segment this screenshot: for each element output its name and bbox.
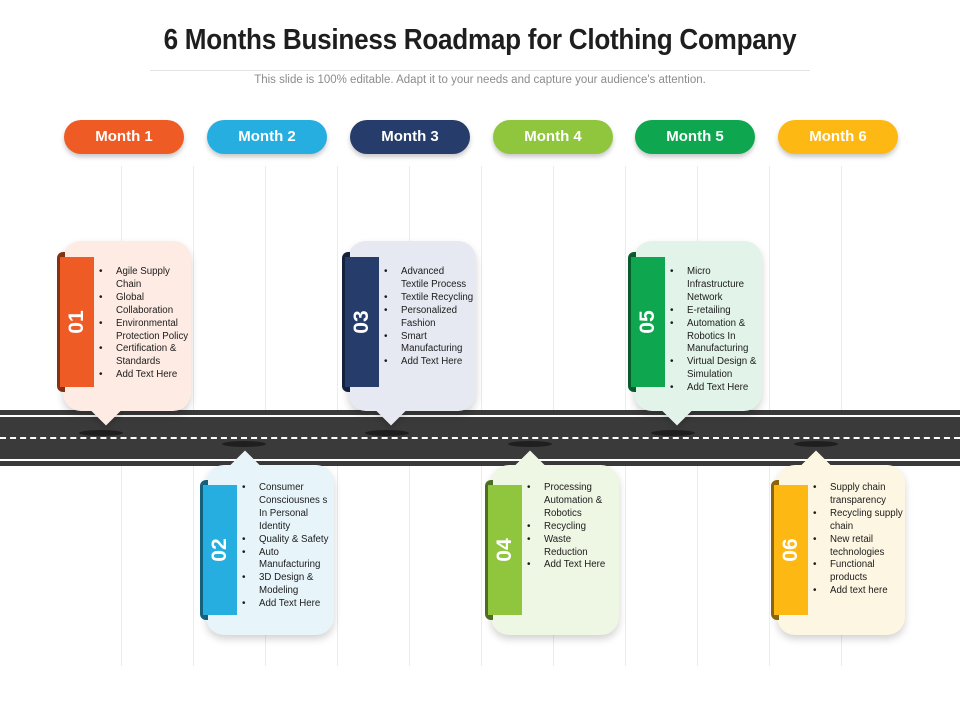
list-item: Recycling supply chain: [811, 508, 903, 534]
road-edge-top: [0, 415, 960, 417]
list-item: Global Collaboration: [97, 292, 189, 318]
month-6-pill[interactable]: Month 6: [778, 120, 898, 154]
list-item: Functional products: [811, 559, 903, 585]
list-item: Consumer Consciousnes s In Personal Iden…: [240, 482, 332, 534]
card-number-tab: 04: [488, 485, 522, 615]
list-item: Automation & Robotics In Manufacturing: [668, 318, 760, 357]
card-number-tab: 03: [345, 257, 379, 387]
pin-shadow: [79, 430, 123, 436]
month-2-pill[interactable]: Month 2: [207, 120, 327, 154]
list-item: Add Text Here: [525, 559, 617, 572]
list-item: Waste Reduction: [525, 534, 617, 560]
month-5-pill[interactable]: Month 5: [635, 120, 755, 154]
card-bullet-list: Advanced Textile Process Textile Recycli…: [382, 266, 474, 369]
list-item: Supply chain transparency: [811, 482, 903, 508]
list-item: Advanced Textile Process: [382, 266, 474, 292]
card-number: 05: [636, 310, 659, 334]
page-subtitle: This slide is 100% editable. Adapt it to…: [254, 74, 706, 86]
pin-shadow: [365, 430, 409, 436]
list-item: 3D Design & Modeling: [240, 572, 332, 598]
pin-shadow: [651, 430, 695, 436]
road-edge-bottom: [0, 459, 960, 461]
card-number-tab: 06: [774, 485, 808, 615]
card-bullet-list: Agile Supply Chain Global Collaboration …: [97, 266, 189, 382]
list-item: Add Text Here: [240, 598, 332, 611]
pin-shadow: [508, 441, 552, 447]
list-item: Auto Manufacturing: [240, 547, 332, 573]
list-item: Personalized Fashion: [382, 305, 474, 331]
card-number-tab: 01: [60, 257, 94, 387]
card-number: 04: [493, 538, 516, 562]
pin-shadow: [222, 441, 266, 447]
list-item: Add Text Here: [382, 356, 474, 369]
card-number: 02: [208, 538, 231, 562]
card-bullet-list: Processing Automation & Robotics Recycli…: [525, 482, 617, 572]
roadmap-card-month-2: 02 Consumer Consciousnes s In Personal I…: [200, 450, 334, 635]
list-item: Certification & Standards: [97, 343, 189, 369]
card-bullet-list: Consumer Consciousnes s In Personal Iden…: [240, 482, 332, 611]
roadmap-card-month-3: 03 Advanced Textile Process Textile Recy…: [342, 241, 476, 426]
roadmap-card-month-5: 05 Micro Infrastructure Network E-retail…: [628, 241, 762, 426]
list-item: Virtual Design & Simulation: [668, 356, 760, 382]
card-number-tab: 02: [203, 485, 237, 615]
list-item: Recycling: [525, 521, 617, 534]
roadmap-card-month-4: 04 Processing Automation & Robotics Recy…: [485, 450, 619, 635]
roadmap-card-month-1: 01 Agile Supply Chain Global Collaborati…: [57, 241, 191, 426]
page-title: 6 Months Business Roadmap for Clothing C…: [163, 24, 797, 56]
card-number: 01: [65, 310, 88, 334]
title-divider: [150, 70, 810, 71]
road-center-dashes: [0, 437, 960, 439]
card-number: 03: [350, 310, 373, 334]
list-item: E-retailing: [668, 305, 760, 318]
month-3-pill[interactable]: Month 3: [350, 120, 470, 154]
list-item: New retail technologies: [811, 534, 903, 560]
list-item: Add Text Here: [668, 382, 760, 395]
list-item: Smart Manufacturing: [382, 331, 474, 357]
card-bullet-list: Micro Infrastructure Network E-retailing…: [668, 266, 760, 395]
card-number: 06: [779, 538, 802, 562]
list-item: Environmental Protection Policy: [97, 318, 189, 344]
list-item: Textile Recycling: [382, 292, 474, 305]
list-item: Processing Automation & Robotics: [525, 482, 617, 521]
list-item: Micro Infrastructure Network: [668, 266, 760, 305]
roadmap-card-month-6: 06 Supply chain transparency Recycling s…: [771, 450, 905, 635]
month-4-pill[interactable]: Month 4: [493, 120, 613, 154]
pin-shadow: [794, 441, 838, 447]
card-number-tab: 05: [631, 257, 665, 387]
month-1-pill[interactable]: Month 1: [64, 120, 184, 154]
list-item: Agile Supply Chain: [97, 266, 189, 292]
list-item: Add Text Here: [97, 369, 189, 382]
list-item: Add text here: [811, 585, 903, 598]
card-bullet-list: Supply chain transparency Recycling supp…: [811, 482, 903, 598]
list-item: Quality & Safety: [240, 534, 332, 547]
